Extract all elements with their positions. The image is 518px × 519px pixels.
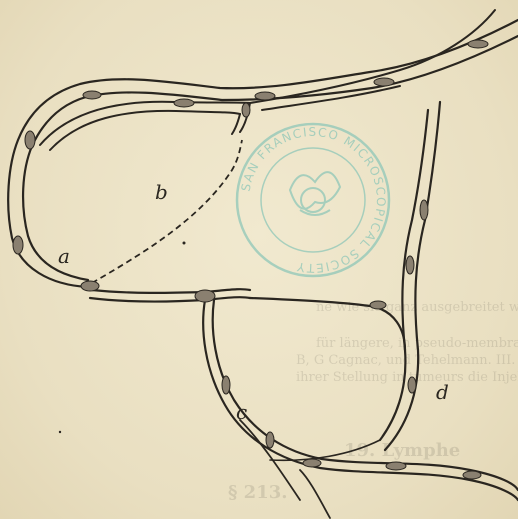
nucleus: [242, 103, 250, 117]
dashed-cut-line: [92, 140, 242, 283]
figure-label-c: c: [236, 402, 247, 422]
nucleus: [374, 78, 394, 86]
nucleus: [303, 459, 321, 467]
nucleus: [83, 91, 101, 99]
vessel-walls: [8, 10, 518, 518]
nucleus: [195, 290, 215, 302]
nucleus: [222, 376, 230, 394]
figure-label-d: d: [436, 382, 449, 402]
nucleus: [370, 301, 386, 309]
nucleus: [174, 99, 194, 107]
library-stamp: SAN FRANCISCO MICROSCOPICAL SOCIETY: [237, 124, 389, 276]
nucleus: [386, 462, 406, 470]
nucleus: [81, 281, 99, 291]
nucleus: [420, 200, 428, 220]
specks: [59, 242, 186, 434]
figure-label-b: b: [155, 182, 168, 202]
nucleus: [468, 40, 488, 48]
nucleus: [255, 92, 275, 100]
nucleus: [406, 256, 414, 274]
figure-label-a: a: [58, 246, 70, 266]
nucleus: [463, 471, 481, 479]
nucleus: [13, 236, 23, 254]
nucleus: [266, 432, 274, 448]
nucleus: [25, 131, 35, 149]
nucleus: [408, 377, 416, 393]
